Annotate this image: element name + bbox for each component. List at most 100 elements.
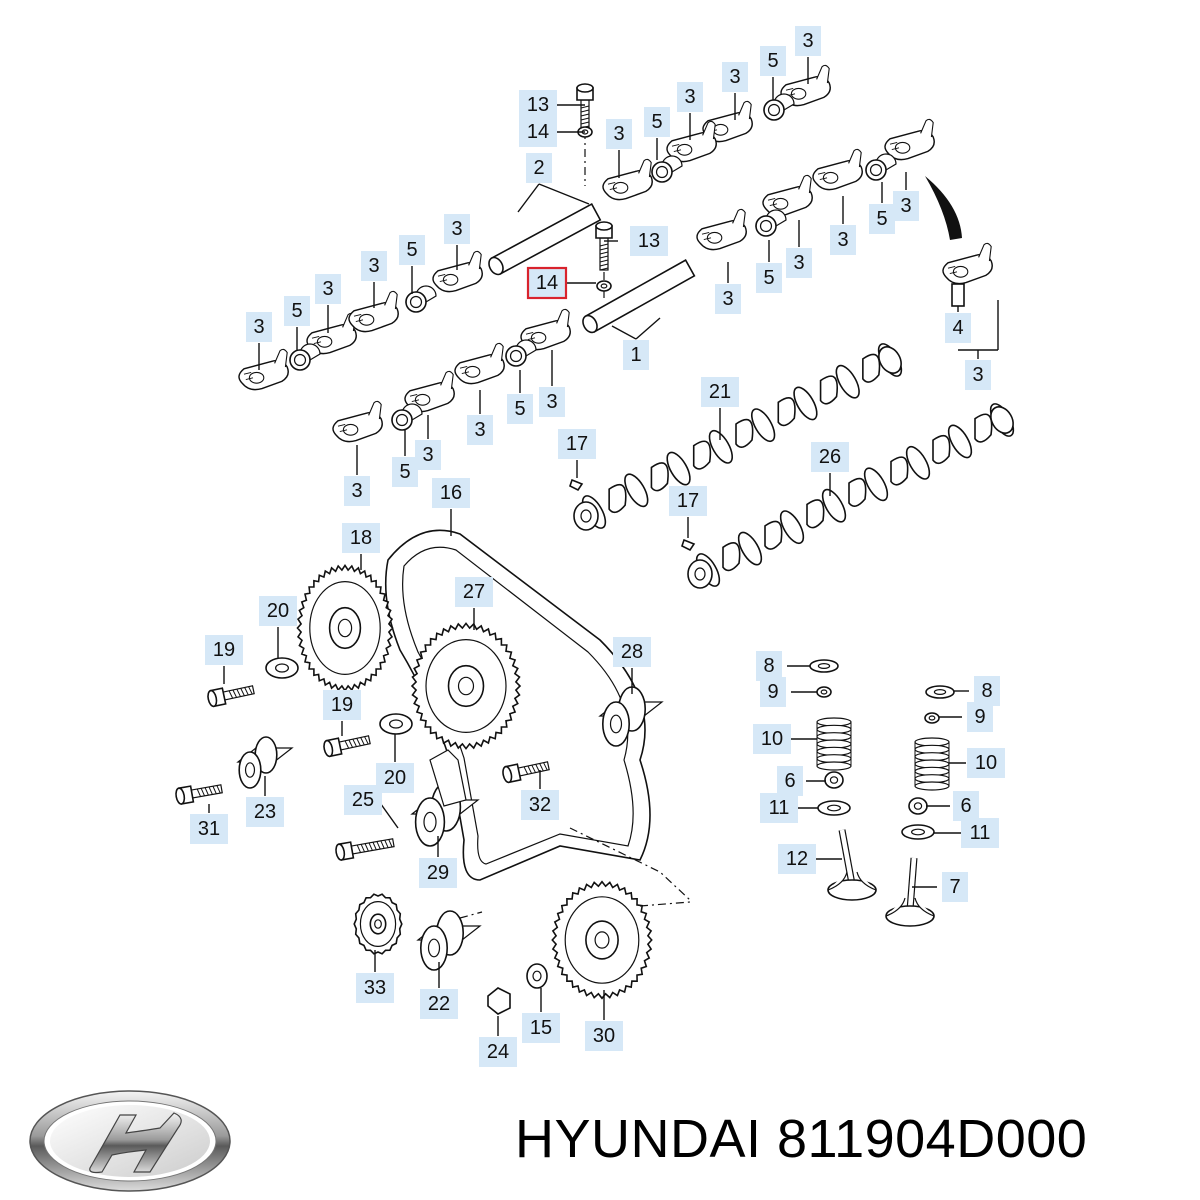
- callout-box: [756, 263, 782, 293]
- rocker-arm: [404, 370, 455, 413]
- rocker-arm: [762, 174, 813, 217]
- callout-number: 8: [981, 680, 992, 702]
- callout-box: [585, 1021, 623, 1051]
- callout-number: 31: [198, 818, 220, 840]
- callout-number: 23: [254, 801, 276, 823]
- spacer-ring: [391, 403, 423, 431]
- callout-number: 5: [514, 398, 525, 420]
- woodruff-key: [681, 538, 696, 552]
- callout-box: [259, 596, 297, 626]
- valve-spring: [816, 717, 852, 771]
- washer: [265, 657, 299, 679]
- callout-box: [399, 235, 425, 265]
- callout-number: 17: [677, 490, 699, 512]
- callout-number: 11: [769, 797, 790, 819]
- bolt: [207, 685, 255, 708]
- spacer-ring: [865, 153, 897, 181]
- callout-number: 3: [793, 252, 804, 274]
- callout-box: [526, 153, 552, 183]
- callout-box: [392, 457, 418, 487]
- callout-number: 4: [952, 317, 963, 339]
- bolt: [335, 838, 395, 861]
- callout-box: [323, 690, 361, 720]
- callout-box: [786, 248, 812, 278]
- camshaft-26: [687, 403, 1015, 589]
- callout-number: 11: [970, 822, 991, 844]
- callout-box: [342, 523, 380, 553]
- callout-box: [507, 394, 533, 424]
- washer: [526, 963, 548, 989]
- callout-box: [942, 872, 968, 902]
- idler-pulley-23: [236, 736, 294, 789]
- spacer-ring: [755, 209, 787, 237]
- valve-spring: [914, 737, 950, 791]
- spacer-ring: [651, 155, 683, 183]
- callout-box: [344, 785, 382, 815]
- assembly-line: [459, 827, 691, 919]
- callout-box: [190, 814, 228, 844]
- callout-number: 1: [630, 344, 641, 366]
- rocker-arm: [884, 118, 935, 161]
- callout-number: 3: [351, 480, 362, 502]
- washer: [924, 712, 940, 724]
- idler-pulley-28: [598, 686, 664, 747]
- callout-box: [419, 858, 457, 888]
- brand-part-number: HYUNDAI 811904D000: [515, 1109, 1088, 1169]
- callout-box: [455, 577, 493, 607]
- callout-number: 9: [974, 706, 985, 728]
- bolt: [502, 761, 550, 784]
- callout-box: [722, 62, 748, 92]
- callout-box: [869, 204, 895, 234]
- callout-box: [519, 90, 557, 120]
- callout-number: 3: [474, 419, 485, 441]
- callout-number: 2: [533, 157, 544, 179]
- callout-number: 13: [638, 230, 660, 252]
- leader-line: [635, 317, 661, 340]
- callout-box: [953, 791, 979, 821]
- bolt: [595, 221, 613, 271]
- callout-number: 5: [763, 267, 774, 289]
- callout-box: [479, 1037, 517, 1067]
- callout-box: [415, 440, 441, 470]
- callout-box: [361, 251, 387, 281]
- callout-number: 10: [975, 752, 997, 774]
- callout-box: [974, 676, 1000, 706]
- callout-number: 19: [213, 639, 235, 661]
- leader-line: [538, 183, 590, 205]
- callout-box: [760, 793, 798, 823]
- rocker-arm: [238, 348, 289, 391]
- callout-number: 5: [767, 50, 778, 72]
- callout-number: 13: [527, 94, 549, 116]
- callout-box: [961, 818, 999, 848]
- rocker-arm: [348, 290, 399, 333]
- callout-box: [376, 763, 414, 793]
- callout-box: [467, 415, 493, 445]
- callout-number: 3: [422, 444, 433, 466]
- hyundai-logo-icon: [29, 1090, 231, 1192]
- callout-box: [522, 1013, 560, 1043]
- callout-number: 3: [837, 229, 848, 251]
- washer: [901, 824, 935, 840]
- callout-box-highlighted: [526, 266, 568, 300]
- spacer-ring: [763, 93, 795, 121]
- callout-number: 21: [709, 381, 731, 403]
- callout-box: [356, 973, 394, 1003]
- bolt: [576, 83, 594, 133]
- callout-box: [701, 377, 739, 407]
- callout-number: 3: [253, 316, 264, 338]
- callout-number: 28: [621, 641, 643, 663]
- callout-number: 3: [900, 195, 911, 217]
- camshaft-21: [573, 343, 903, 531]
- callout-box: [432, 478, 470, 508]
- bolt: [323, 735, 371, 758]
- idler-pulley-22: [416, 910, 482, 971]
- callout-box: [420, 989, 458, 1019]
- spacer-ring: [289, 343, 321, 371]
- callout-number: 3: [802, 30, 813, 52]
- callout-number: 5: [399, 461, 410, 483]
- callout-box: [967, 748, 1005, 778]
- callout-box: [246, 797, 284, 827]
- callout-box: [795, 26, 821, 56]
- callout-number: 3: [722, 288, 733, 310]
